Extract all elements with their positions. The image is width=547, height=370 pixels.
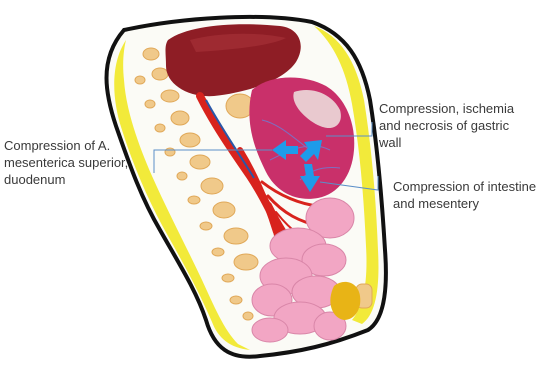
annotation-right: Compression of intestine and mesentery xyxy=(393,178,536,212)
annotation-top-right-line-3: wall xyxy=(379,134,514,151)
annotation-left-line-3: duodenum xyxy=(4,171,128,188)
annotation-top-right-line-1: Compression, ischemia xyxy=(379,100,514,117)
annotation-left: Compression of A. mesenterica superior, … xyxy=(4,137,128,188)
annotation-left-line-2: mesenterica superior, xyxy=(4,154,128,171)
annotation-right-line-2: and mesentery xyxy=(393,195,536,212)
annotation-top-right-line-2: and necrosis of gastric xyxy=(379,117,514,134)
annotation-top-right: Compression, ischemia and necrosis of ga… xyxy=(379,100,514,151)
annotation-left-line-1: Compression of A. xyxy=(4,137,128,154)
annotation-right-line-1: Compression of intestine xyxy=(393,178,536,195)
